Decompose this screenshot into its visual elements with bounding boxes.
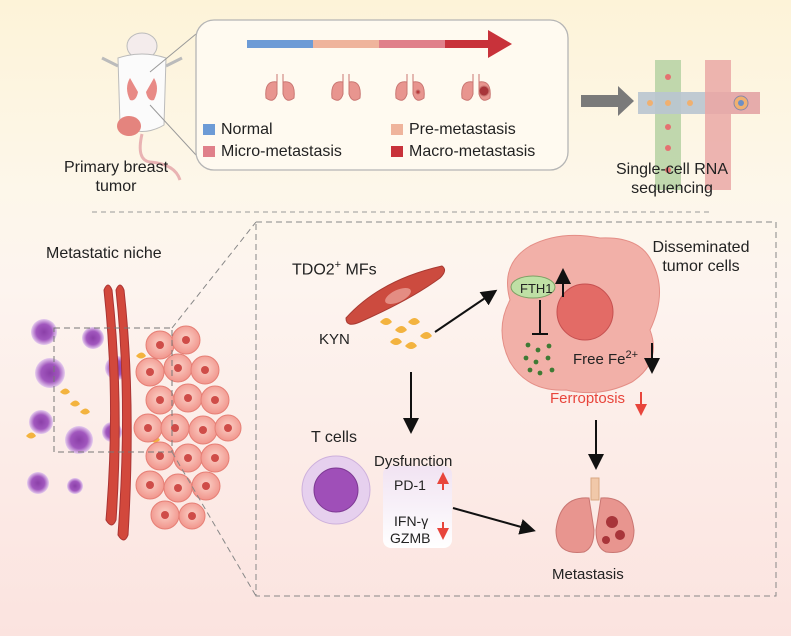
- arrow-tcell-to-metastasis: [452, 507, 536, 535]
- kyn-molecules: [380, 318, 432, 349]
- tdo2-suffix: MFs: [341, 261, 377, 279]
- primary-tumor-label: Primary breast tumor: [63, 159, 169, 195]
- legend-label-normal: Normal: [221, 121, 273, 138]
- tdo2-text: TDO2: [292, 261, 335, 279]
- scrnaseq-chip-icon: [638, 60, 760, 190]
- stage-panel: [195, 19, 569, 171]
- mechanism-box: [255, 221, 777, 597]
- dysfunction-label: Dysfunction: [374, 453, 453, 470]
- tdo2-sup: +: [334, 259, 342, 271]
- grey-arrow: [581, 86, 634, 116]
- tumor-nuclei: [144, 336, 232, 520]
- legend-label-micro: Micro-metastasis: [221, 143, 342, 160]
- metastasis-lungs: [555, 477, 635, 554]
- iron-dots: [523, 342, 555, 376]
- t-cell: [301, 455, 371, 525]
- gzmb-label: GZMB: [390, 530, 431, 546]
- dtc-label: Disseminated tumor cells: [652, 239, 750, 275]
- kyn-label: KYN: [319, 331, 350, 348]
- pd1-label: PD-1: [394, 477, 426, 493]
- scrnaseq-label: Single-cell RNA sequencing: [615, 161, 729, 197]
- t-cells-label: T cells: [311, 429, 357, 446]
- metastasis-label: Metastasis: [552, 566, 624, 583]
- legend-swatch-macro: [391, 146, 403, 157]
- fe-sup: 2+: [625, 349, 639, 361]
- legend-swatch-micro: [203, 146, 215, 157]
- legend-swatch-pre: [391, 124, 403, 135]
- fth1-label: FTH1: [520, 281, 553, 296]
- fth1-badge: [510, 275, 556, 299]
- ifng-label: IFN-γ: [394, 513, 429, 529]
- tdo2-label: TDO2+ MFs: [292, 256, 377, 279]
- free-fe-label: Free Fe2+: [573, 346, 638, 369]
- arrow-kyn-to-tumor: [434, 289, 498, 333]
- progression-bar: [247, 30, 512, 58]
- tdo2-fibroblast: [345, 265, 446, 325]
- legend-label-macro: Macro-metastasis: [409, 143, 536, 160]
- free-fe-text: Free Fe: [573, 351, 626, 368]
- ferroptosis-label: Ferroptosis: [550, 390, 626, 407]
- niche-label: Metastatic niche: [46, 245, 162, 262]
- niche-fibroblasts: [103, 284, 132, 541]
- disseminated-tumor-cell: [501, 234, 661, 394]
- legend-label-pre: Pre-metastasis: [409, 121, 516, 138]
- dysfunction-box: [383, 466, 452, 548]
- zoom-box: [53, 327, 173, 453]
- legend-swatch-normal: [203, 124, 215, 135]
- lungs-row: [265, 74, 491, 101]
- mouse-illustration: [101, 32, 183, 181]
